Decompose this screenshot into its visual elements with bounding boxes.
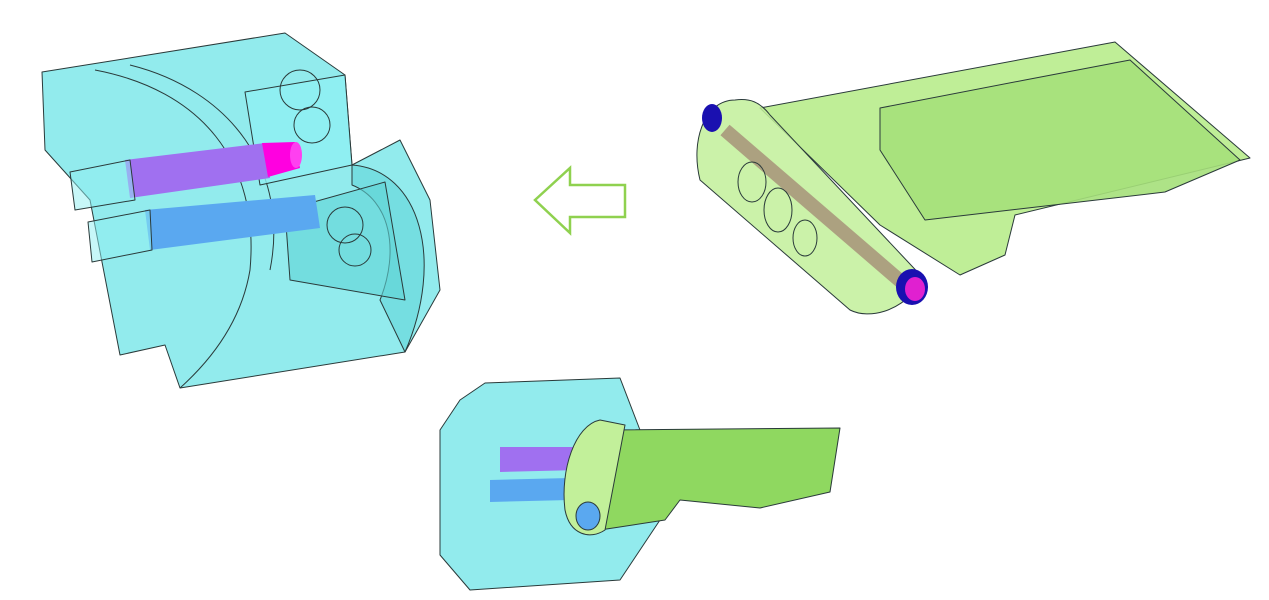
arrow-left-icon [533,165,627,236]
housing-channel [87,209,153,263]
flap-recess [879,59,1241,221]
assembled-hinge [439,377,841,591]
pin-end [575,501,601,531]
pin-blue [145,195,320,250]
hole [293,106,331,144]
hole [737,161,767,203]
hole [763,187,793,233]
pin-cap [702,104,722,132]
pin-purple [125,143,270,198]
pin-end [905,277,925,301]
pin-blue [490,478,570,502]
hole [279,69,321,111]
housing-curve [94,69,252,389]
hole [792,219,818,257]
assembled-flap [599,427,841,531]
pin-purple [500,447,580,472]
hole [338,233,372,267]
flap-with-pin [696,41,1251,315]
pin-end [290,142,302,168]
pin-rod [720,124,910,291]
hole [326,206,364,244]
housing-channel [69,159,136,211]
housing-transparent [41,32,441,389]
